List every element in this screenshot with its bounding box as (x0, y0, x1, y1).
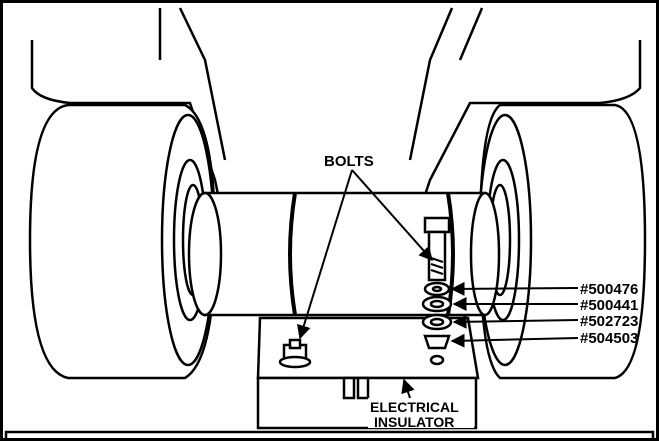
bolts-leader-right (351, 169, 433, 262)
axle-tube (187, 191, 501, 317)
part-label-500441: #500441 (580, 297, 638, 314)
left-wheel (28, 103, 217, 380)
callout-labels: BOLTS #500476 #500441 #502723 #504503 EL… (324, 153, 638, 430)
bolts-leader-left (297, 169, 353, 340)
part-label-504503: #504503 (580, 330, 638, 347)
insulator-label-line1: ELECTRICAL (370, 399, 459, 415)
callout-leaders (297, 169, 579, 399)
nut-504503 (423, 334, 451, 350)
left-bolt-head (278, 338, 312, 369)
bolts-label: BOLTS (324, 153, 374, 170)
insulator-label-line2: INSULATOR (374, 414, 454, 430)
insulator-leader (401, 378, 415, 399)
caption-box-edge (4, 430, 655, 439)
bolt-and-washer-stack (421, 216, 453, 366)
leader-502723 (452, 314, 579, 329)
part-label-500476: #500476 (580, 281, 638, 298)
leader-504503 (450, 333, 579, 348)
part-label-502723: #502723 (580, 313, 638, 330)
leader-500476 (450, 281, 579, 296)
